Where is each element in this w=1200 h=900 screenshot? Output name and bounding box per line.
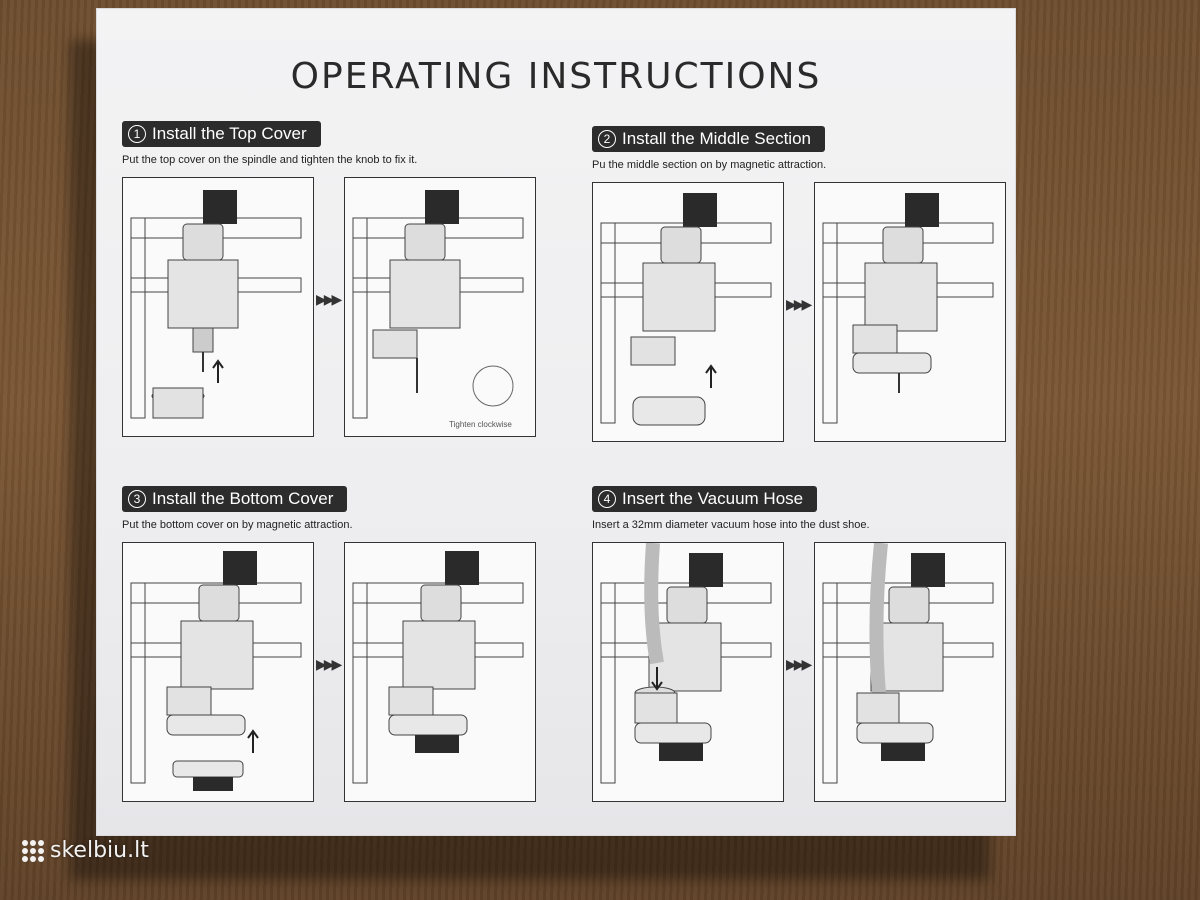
section-4-before-illustration [592,542,784,802]
section-4-after-illustration [814,542,1006,802]
section-2-before-illustration [592,182,784,442]
cnc-machine-icon [352,551,524,784]
section-2-header: 2 Install the Middle Section [592,126,825,152]
arrow-icon: ▶▶▶ [786,296,812,312]
cnc-machine-icon [822,542,994,784]
arrow-icon: ▶▶▶ [316,291,342,307]
section-4: 4 Insert the Vacuum Hose Insert a 32mm d… [592,486,1012,806]
section-1-after-illustration: Tighten clockwise [344,177,536,437]
arrow-icon: ▶▶▶ [316,656,342,672]
section-3-after-illustration [344,542,536,802]
section-2-number: 2 [598,130,616,148]
section-1-before-illustration [122,177,314,437]
section-1-caption: Tighten clockwise [449,420,512,429]
section-2: 2 Install the Middle Section Pu the midd… [592,126,1012,446]
section-4-number: 4 [598,490,616,508]
section-3-description: Put the bottom cover on by magnetic attr… [122,519,353,531]
section-1-header: 1 Install the Top Cover [122,121,321,147]
section-1-number: 1 [128,125,146,143]
section-1-heading: Install the Top Cover [152,124,307,143]
section-3-heading: Install the Bottom Cover [152,489,334,508]
arrow-icon: ▶▶▶ [786,656,812,672]
section-3: 3 Install the Bottom Cover Put the botto… [122,486,542,806]
section-2-heading: Install the Middle Section [622,129,811,148]
cnc-machine-icon [352,190,524,419]
cnc-machine-icon [600,193,772,426]
section-1: 1 Install the Top Cover Put the top cove… [122,121,542,441]
section-3-number: 3 [128,490,146,508]
section-2-after-illustration [814,182,1006,442]
section-4-description: Insert a 32mm diameter vacuum hose into … [592,519,870,531]
cnc-machine-icon [822,193,994,424]
watermark-text: skelbiu.lt [50,838,149,863]
section-3-header: 3 Install the Bottom Cover [122,486,348,512]
watermark-logo-icon [22,839,44,862]
site-watermark: skelbiu.lt [22,838,149,863]
section-3-before-illustration [122,542,314,802]
cnc-machine-icon [130,551,302,791]
box-title: OPERATING INSTRUCTIONS [290,56,822,97]
section-4-heading: Insert the Vacuum Hose [622,489,804,508]
section-1-description: Put the top cover on the spindle and tig… [122,154,418,166]
cnc-machine-icon [600,542,772,784]
section-4-header: 4 Insert the Vacuum Hose [592,486,818,512]
section-2-description: Pu the middle section on by magnetic att… [592,159,827,171]
instruction-box: OPERATING INSTRUCTIONS 1 Install the Top… [96,8,1016,836]
cnc-machine-icon [130,190,302,419]
